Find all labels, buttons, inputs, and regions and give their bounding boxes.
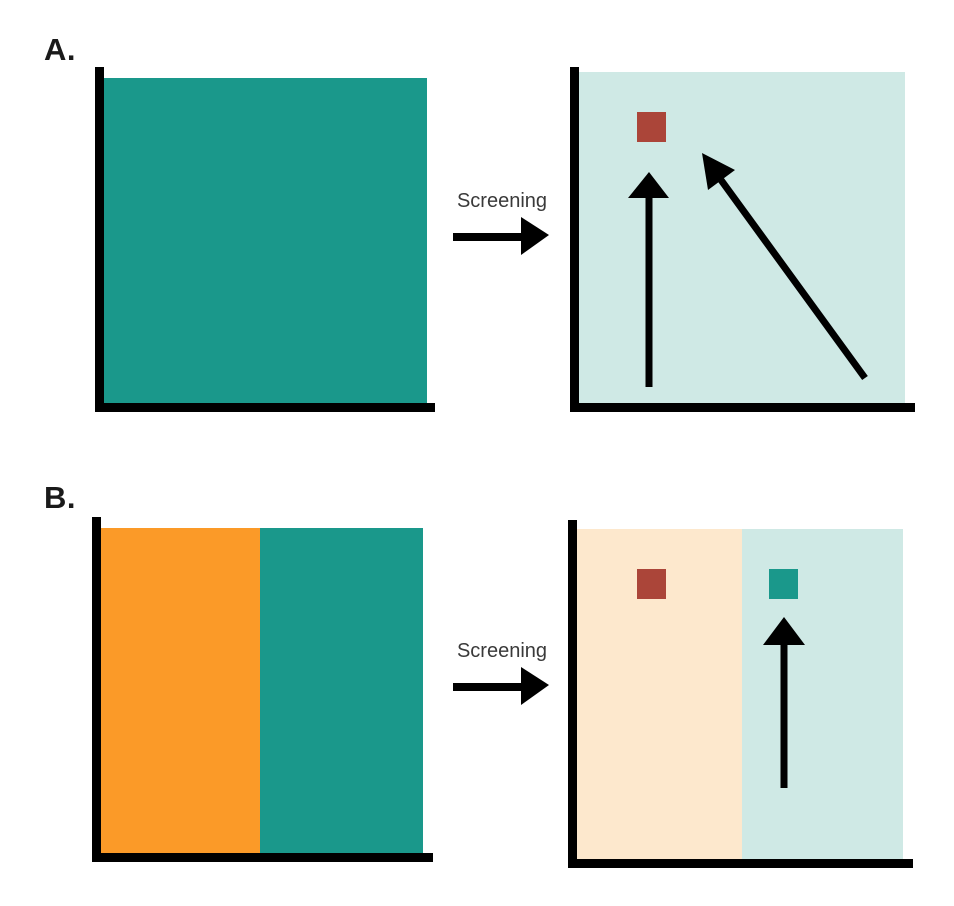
panel-b-before-x-axis (92, 853, 433, 862)
panel-b-label: B. (44, 480, 76, 515)
panel-a-arrows-layer (628, 153, 868, 387)
panel-a-label: A. (44, 32, 76, 67)
panel-b-sublibrary-2-region (260, 528, 423, 853)
panel-b-sublibrary-1-region (101, 528, 260, 853)
panel-b-screening-step: Screening (446, 638, 558, 710)
panel-b-screening-label: Screening (456, 640, 548, 662)
panel-a-hit-marker (637, 112, 666, 142)
panel-b-screened-sublibrary-2-region (742, 529, 903, 859)
panel-a-after-x-axis (570, 403, 915, 412)
panel-a-screened-region (579, 72, 905, 403)
panel-a-before-y-axis (95, 67, 104, 412)
panel-a-screening-label: Screening (456, 190, 548, 212)
diagonal-up-left-arrow-icon (702, 153, 868, 381)
panel-a-screening-step: Screening (446, 188, 558, 260)
panel-b-after-y-axis (568, 520, 577, 868)
panel-a-full-library-region (103, 78, 427, 403)
panel-a-after-y-axis (570, 67, 579, 412)
right-arrow-icon (453, 667, 549, 705)
right-arrow-icon (453, 217, 549, 255)
panel-b-before-y-axis (92, 517, 101, 862)
panel-b-hit-marker-1 (637, 569, 666, 599)
panel-a-after-plot (570, 67, 915, 412)
panel-b-arrows-layer (763, 617, 805, 788)
panel-b-hit-marker-2 (769, 569, 798, 599)
panel-b-after-plot (568, 520, 913, 868)
vertical-up-arrow-icon (763, 617, 805, 788)
panel-a-before-plot (95, 67, 435, 412)
panel-b-before-plot (92, 517, 433, 862)
panel-b-after-x-axis (568, 859, 913, 868)
vertical-up-arrow-icon (628, 172, 669, 387)
panel-a-before-x-axis (95, 403, 435, 412)
